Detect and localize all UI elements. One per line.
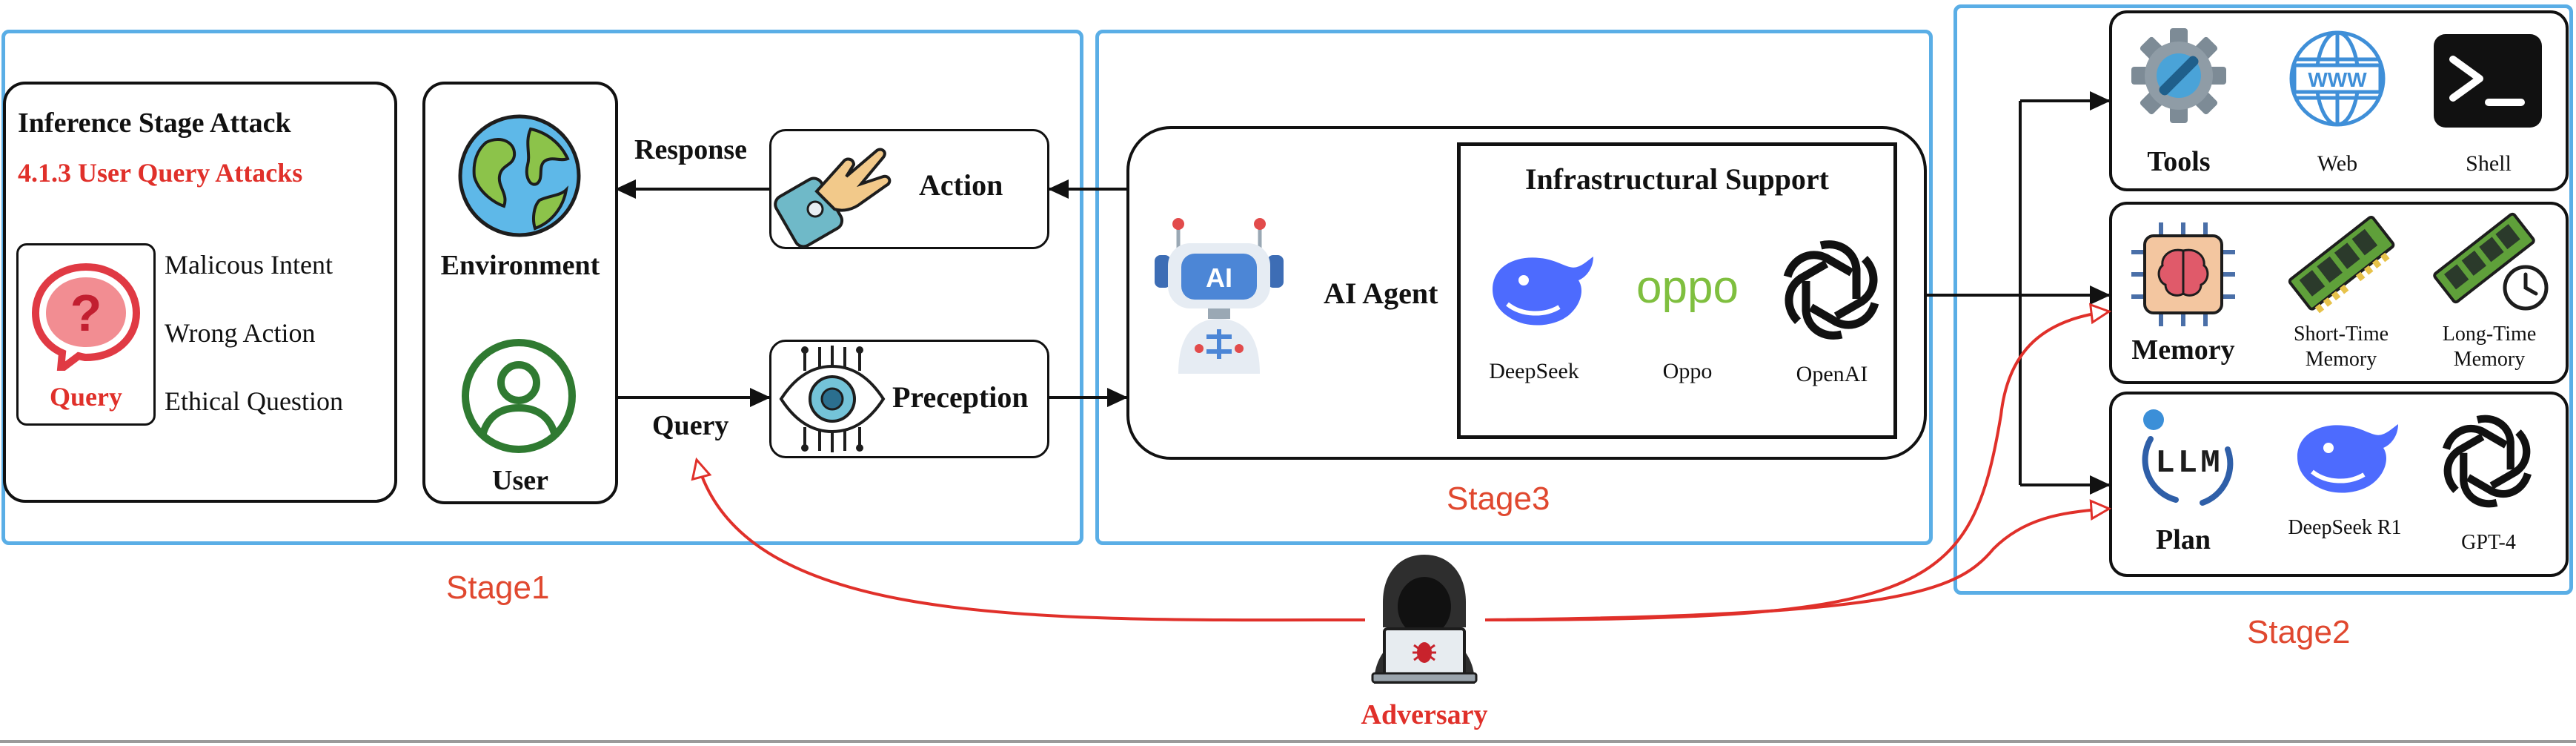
provider-deepseek: DeepSeek — [1489, 359, 1579, 383]
stage3-label: Stage3 — [1447, 481, 1550, 517]
memory-long-time: Long-Time Memory — [2442, 323, 2537, 371]
llm-logo-text: LLM — [2155, 445, 2223, 482]
oppo-logo-icon: oppo — [1636, 262, 1739, 313]
gpt4-openai-icon — [2443, 415, 2532, 508]
ram-stick-icon — [2288, 215, 2395, 314]
openai-logo-icon — [1783, 240, 1879, 340]
stage3-box — [1095, 30, 1933, 545]
svg-text:?: ? — [70, 284, 102, 342]
globe-icon — [458, 114, 581, 237]
web-globe-icon: WWW — [2289, 30, 2386, 127]
ai-agent-label: AI Agent — [1324, 277, 1438, 310]
user-icon — [462, 339, 576, 453]
eye-circuit-icon — [779, 346, 886, 452]
question-bubble-icon: ? — [31, 263, 141, 371]
hacker-icon — [1371, 555, 1478, 684]
adversary-to-query-curve — [691, 457, 1366, 622]
preception-label: Preception — [892, 380, 1029, 414]
query-flow-label: Query — [652, 410, 729, 441]
llm-logo-icon: LLM — [2142, 409, 2234, 506]
stage2-label: Stage2 — [2247, 614, 2351, 650]
query-card-label: Query — [50, 382, 122, 412]
preception-card — [769, 340, 1049, 458]
memory-short-time: Short-Time Memory — [2293, 323, 2389, 371]
adversary-to-memory-curve — [1484, 303, 2112, 621]
attack-item-ethical-question: Ethical Question — [165, 386, 343, 416]
ram-clock-icon — [2433, 212, 2549, 311]
tool-web: Web — [2317, 151, 2358, 176]
touch-hand-icon — [774, 148, 892, 248]
provider-oppo: Oppo — [1662, 359, 1713, 383]
robot-icon: AI — [1155, 218, 1284, 374]
deepseek-whale-icon — [1493, 257, 1593, 326]
shell-terminal-icon — [2434, 34, 2542, 128]
response-label: Response — [634, 134, 748, 165]
web-logo-text: WWW — [2308, 68, 2367, 91]
attack-item-malicious-intent: Malicous Intent — [165, 250, 333, 280]
tool-shell: Shell — [2466, 151, 2512, 176]
deepseek-whale-icon-plan — [2297, 424, 2398, 493]
bottom-divider — [0, 740, 2576, 743]
environment-label: Environment — [440, 250, 600, 281]
brain-chip-icon — [2131, 222, 2235, 326]
plan-gpt4: GPT-4 — [2461, 531, 2516, 554]
stage2-box — [1953, 4, 2573, 595]
stage1-label: Stage1 — [446, 570, 550, 606]
attack-title: Inference Stage Attack — [18, 108, 291, 139]
infra-support-title: Infrastructural Support — [1524, 162, 1830, 196]
oppo-logo-text: oppo — [1636, 262, 1739, 313]
plan-deepseek-r1: DeepSeek R1 — [2288, 516, 2402, 539]
adversary-label: Adversary — [1361, 699, 1488, 730]
gear-wrench-icon — [2131, 28, 2226, 123]
provider-openai: OpenAI — [1796, 362, 1868, 386]
plan-title: Plan — [2156, 524, 2211, 555]
attack-item-wrong-action: Wrong Action — [165, 318, 316, 348]
user-label: User — [492, 465, 548, 496]
action-label: Action — [919, 168, 1003, 202]
memory-title: Memory — [2131, 334, 2235, 366]
attack-subtitle: 4.1.3 User Query Attacks — [18, 158, 303, 188]
adversary-to-plan-curve — [1484, 499, 2112, 621]
robot-ai-text: AI — [1206, 263, 1232, 293]
tools-title: Tools — [2147, 146, 2211, 177]
